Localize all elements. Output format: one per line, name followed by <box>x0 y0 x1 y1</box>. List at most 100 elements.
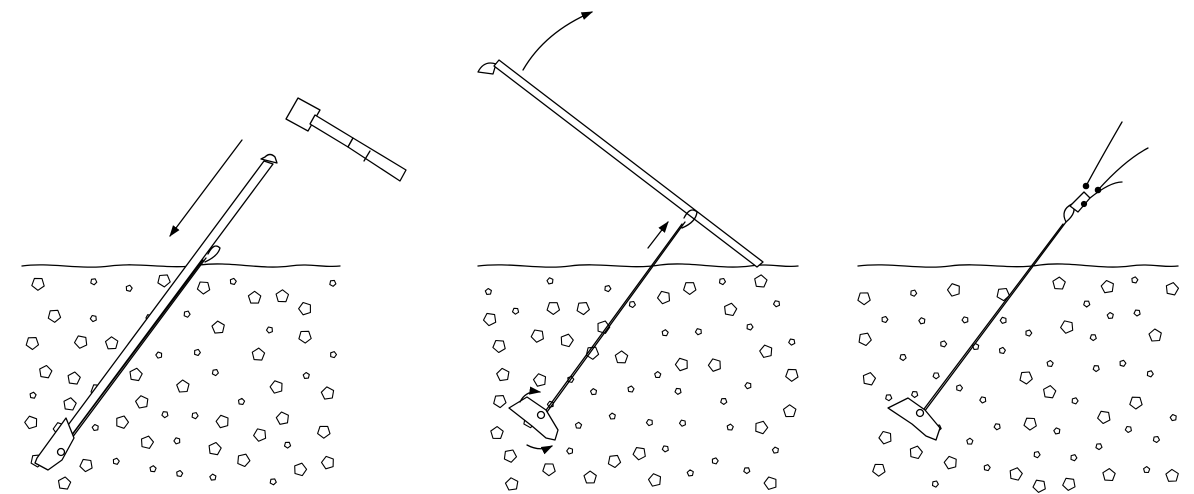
pebble <box>1143 466 1151 474</box>
pebble <box>724 302 738 317</box>
pebble <box>302 371 310 379</box>
arrow-icon <box>169 139 243 237</box>
pebble <box>546 302 561 315</box>
pebble <box>1019 371 1033 385</box>
soil-pebbles <box>24 274 338 490</box>
pebble <box>560 333 574 348</box>
pebble <box>24 415 38 430</box>
pebble <box>707 358 721 372</box>
pebble <box>532 373 547 387</box>
pebble <box>530 329 544 343</box>
pebble <box>1070 454 1078 462</box>
pebble <box>176 379 190 393</box>
pebble <box>298 301 311 316</box>
pebble <box>1060 320 1074 334</box>
drive-rod-icon <box>477 59 764 268</box>
pebble <box>857 292 871 306</box>
pebble <box>628 300 636 309</box>
pebble <box>73 335 88 349</box>
pebble <box>788 338 796 346</box>
pebble <box>253 428 267 442</box>
pebble <box>583 470 597 484</box>
pebble <box>931 480 939 488</box>
pebble <box>1169 413 1177 422</box>
pebble <box>1046 359 1054 367</box>
cable-icon <box>920 121 1149 414</box>
pebble <box>112 457 120 465</box>
panel-1 <box>21 97 407 490</box>
pebble <box>744 382 752 390</box>
pebble <box>589 388 598 396</box>
pebble <box>656 290 671 305</box>
pebble <box>996 287 1010 302</box>
pebble <box>943 455 957 470</box>
pebble <box>161 411 169 419</box>
pebble <box>237 397 246 405</box>
pebble <box>265 326 273 334</box>
pebble <box>1165 468 1179 482</box>
pebble <box>57 476 72 490</box>
pebble <box>755 420 769 435</box>
pebble <box>191 412 199 420</box>
pebble <box>484 287 492 295</box>
pebble <box>29 391 37 399</box>
pebble <box>911 391 919 399</box>
pebble <box>711 457 719 465</box>
pebble <box>1095 443 1103 451</box>
pebble <box>940 340 948 348</box>
pebble <box>899 354 907 362</box>
pebble <box>492 339 506 354</box>
pebble <box>862 372 877 386</box>
pebble <box>885 394 893 402</box>
pebble <box>140 435 155 449</box>
pebble <box>878 430 892 445</box>
pebble <box>229 277 237 285</box>
pebble <box>176 469 184 478</box>
pebble <box>320 455 334 470</box>
pebble <box>269 478 277 486</box>
pebble <box>759 344 773 358</box>
panel-2 <box>477 11 799 491</box>
pebble <box>1146 370 1154 378</box>
anchor-icon <box>34 417 75 471</box>
pebble <box>31 277 45 291</box>
pebble <box>1032 479 1046 493</box>
pebble <box>785 368 799 382</box>
pebble <box>211 369 219 377</box>
pebble <box>183 310 191 318</box>
pebble <box>149 465 157 473</box>
pebble <box>511 307 520 315</box>
pebble <box>208 441 222 456</box>
pebble <box>1052 276 1066 290</box>
pebble <box>694 328 702 336</box>
pebble <box>1124 425 1132 434</box>
pebble <box>247 290 262 304</box>
pebble <box>503 449 518 463</box>
pebble <box>215 414 229 429</box>
pebble <box>482 312 497 327</box>
pebble <box>1083 300 1091 308</box>
pebble <box>576 302 590 316</box>
pebble <box>173 437 181 445</box>
pebble <box>932 372 940 380</box>
pebble <box>718 277 727 286</box>
pebble <box>67 371 81 385</box>
pebble <box>881 315 889 324</box>
pebble <box>614 350 629 364</box>
pebble <box>772 300 781 308</box>
pebble <box>275 289 290 303</box>
pebble <box>993 423 1001 431</box>
pebble <box>1009 467 1023 481</box>
pebble <box>129 367 143 382</box>
pebble <box>493 395 507 409</box>
pebble <box>125 284 133 292</box>
pebble <box>298 330 312 344</box>
pebble <box>1062 477 1076 491</box>
pebble <box>683 282 697 295</box>
pebble <box>607 454 622 469</box>
pebble <box>754 274 768 288</box>
pebble <box>654 371 662 378</box>
pebble <box>116 415 130 429</box>
pebble <box>566 447 574 455</box>
